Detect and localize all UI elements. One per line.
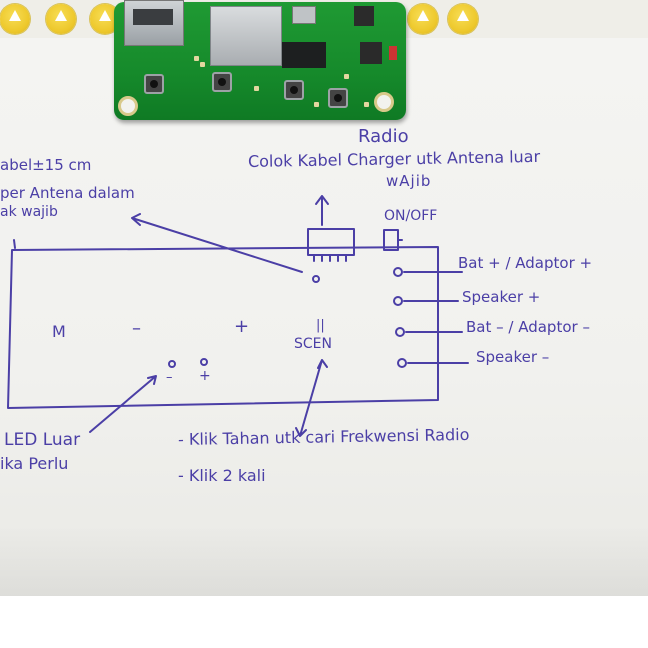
mount-hole: [118, 96, 138, 116]
usb-port: [124, 0, 184, 46]
photo: Radio Colok Kabel Charger utk Antena lua…: [0, 0, 648, 596]
title-radio: Radio: [358, 126, 409, 147]
sticker-logo: [448, 4, 478, 34]
button-minus-label: –: [132, 318, 141, 339]
chip: [282, 42, 326, 68]
up-arrow: [315, 195, 329, 226]
connector-pins: [313, 254, 347, 262]
white-margin: [0, 596, 648, 648]
resistor: [389, 46, 397, 60]
led-minus-label: –: [166, 370, 173, 385]
board-outline: [7, 246, 439, 409]
tick-mark: [13, 239, 16, 249]
pcb-button: [284, 80, 304, 100]
pcb-button: [144, 74, 164, 94]
switch: [354, 6, 374, 26]
button-m-label: M: [52, 322, 66, 341]
connector-box: [307, 228, 355, 256]
led-note-optional: ika Perlu: [0, 454, 69, 473]
sticker-logo: [0, 4, 30, 34]
sketch-lines: [7, 195, 469, 437]
cable-note: abel±15 cm: [0, 156, 92, 174]
sticker-logo: [408, 4, 438, 34]
switch-label: ON/OFF: [384, 208, 438, 224]
paper-sheet: [0, 38, 648, 596]
pin-circle: [397, 358, 407, 368]
pcb-button: [212, 72, 232, 92]
pin-circle: [393, 267, 403, 277]
scan-note-double: - Klik 2 kali: [178, 466, 266, 485]
pin-speaker-minus-label: Speaker –: [476, 348, 550, 366]
button-pause-label: ||: [316, 318, 325, 333]
button-plus-label: +: [234, 316, 250, 337]
button-scan-label: SCEN: [294, 336, 332, 352]
inner-antenna-optional: ak wajib: [0, 204, 58, 220]
mount-hole: [374, 92, 394, 112]
pin-bat-minus-label: Bat – / Adaptor –: [466, 318, 590, 336]
transistor: [360, 42, 382, 64]
sticker-logo: [46, 4, 76, 34]
led-note: LED Luar: [4, 430, 81, 450]
led-pad: [200, 358, 208, 366]
led-plus-label: +: [199, 368, 211, 384]
pcb-button: [328, 88, 348, 108]
sd-card-slot: [210, 6, 282, 66]
pad-circle: [312, 275, 320, 283]
pin-bat-plus-label: Bat + / Adaptor +: [458, 254, 593, 272]
scan-arrow: [295, 359, 328, 437]
radio-circuit-board: [114, 0, 406, 120]
antenna-arrow: [131, 213, 303, 273]
led-pad: [168, 360, 176, 368]
pin-circle: [393, 296, 403, 306]
inner-antenna-note: per Antena dalam: [0, 184, 135, 202]
antenna-required: wAjib: [386, 172, 432, 190]
micro-usb-port: [292, 6, 316, 24]
pin-speaker-plus-label: Speaker +: [462, 288, 541, 306]
pin-circle: [395, 327, 405, 337]
led-arrow: [89, 375, 157, 433]
